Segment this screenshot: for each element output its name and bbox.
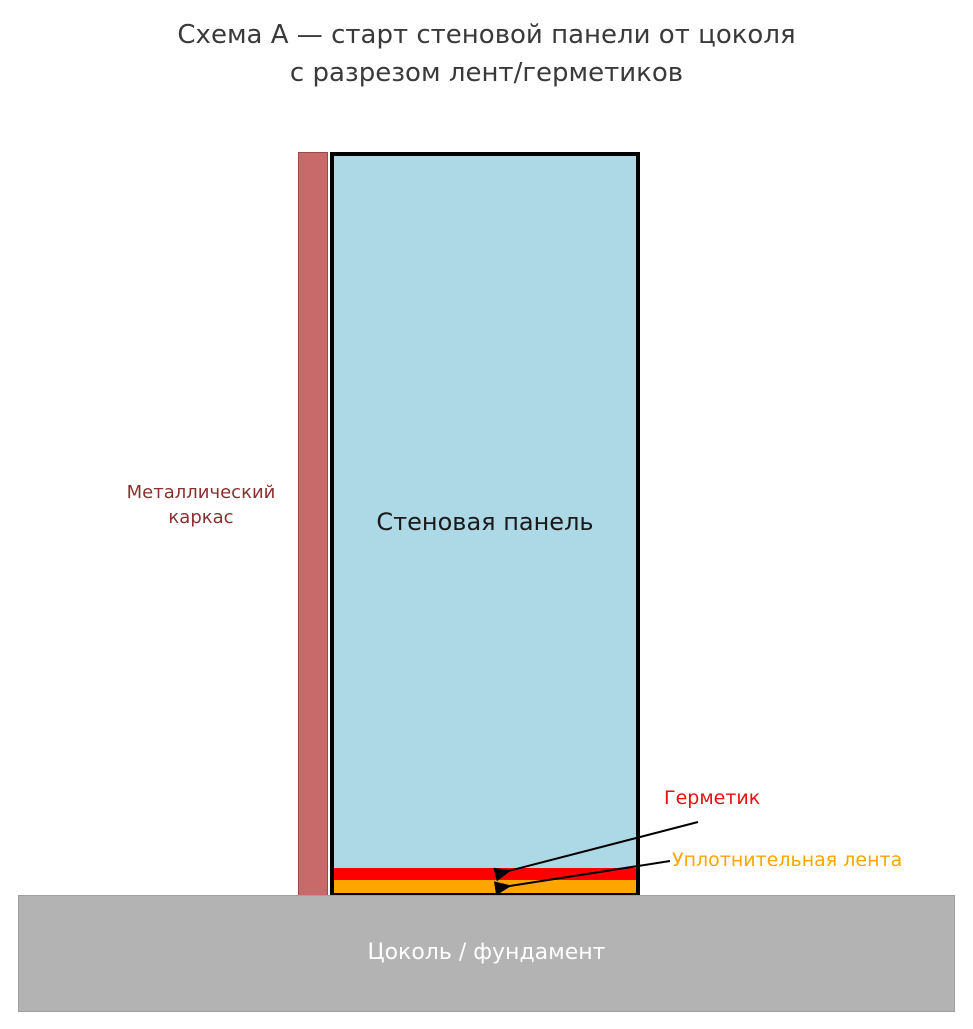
wall-panel: Стеновая панель (330, 152, 640, 897)
foundation-block: Цоколь / фундамент (18, 895, 955, 1012)
sealing-tape-label: Уплотнительная лента (672, 849, 903, 871)
sealant-strip (334, 868, 636, 880)
diagram-title: Схема А — старт стеновой панели от цокол… (0, 16, 973, 92)
metal-frame-label: Металлический каркас (103, 480, 299, 530)
metal-frame-label-line2: каркас (168, 507, 234, 528)
diagram-title-line1: Схема А — старт стеновой панели от цокол… (177, 20, 796, 50)
foundation-label: Цоколь / фундамент (367, 940, 606, 965)
sealant-label: Герметик (664, 787, 761, 809)
metal-frame-strip (298, 152, 328, 897)
wall-panel-label: Стеновая панель (376, 508, 594, 536)
metal-frame-label-line1: Металлический (126, 482, 276, 503)
diagram-title-line2: с разрезом лент/герметиков (289, 58, 684, 88)
sealing-tape-strip (334, 880, 636, 893)
